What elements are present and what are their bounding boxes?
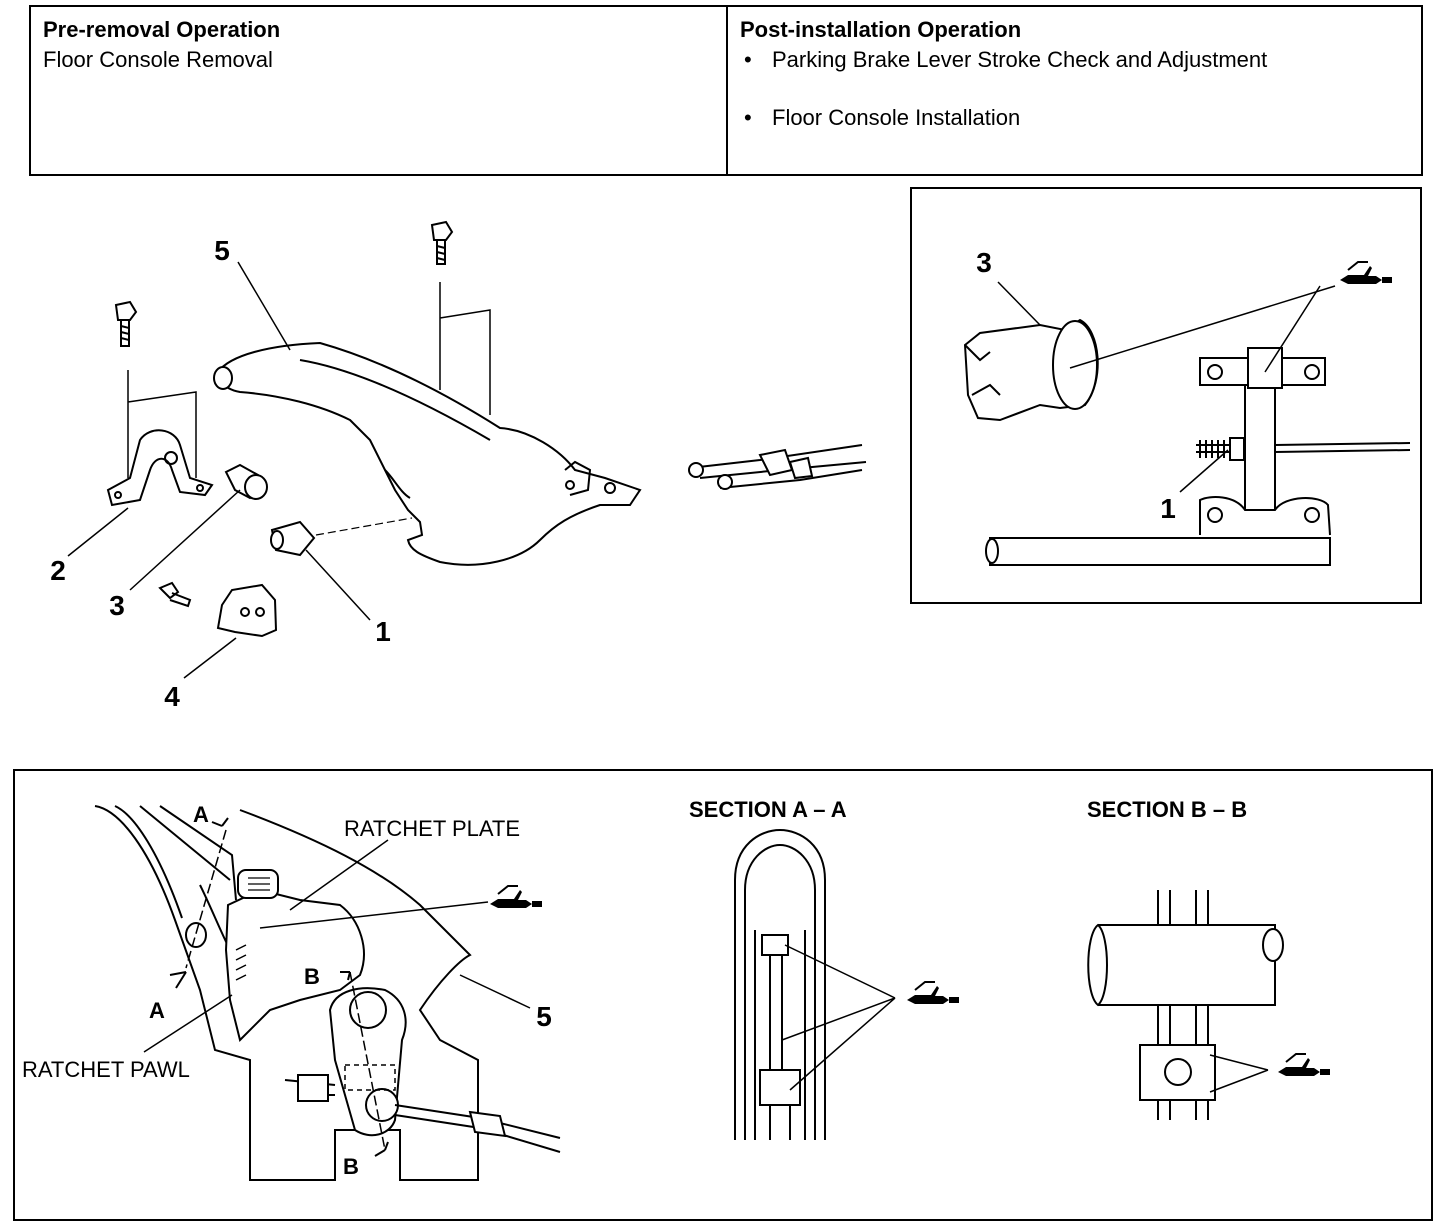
pre-removal-column: Pre-removal Operation Floor Console Remo… xyxy=(31,7,728,174)
marker-a-top: A xyxy=(193,802,209,827)
exploded-view xyxy=(67,220,867,679)
callout-1: 1 xyxy=(375,616,391,647)
operations-table: Pre-removal Operation Floor Console Remo… xyxy=(29,5,1423,176)
section-a-title: SECTION A – A xyxy=(689,797,847,822)
post-installation-column: Post-installation Operation Parking Brak… xyxy=(728,7,1421,174)
lever-bracket xyxy=(106,429,214,507)
exploded-callouts: 1 2 3 4 5 xyxy=(50,235,391,712)
pre-removal-heading: Pre-removal Operation xyxy=(43,17,281,42)
parking-brake-lever xyxy=(213,341,642,566)
detail-callout-3: 3 xyxy=(976,247,992,278)
marker-a-bottom: A xyxy=(149,998,165,1023)
brake-switch xyxy=(216,583,278,638)
post-installation-list: Parking Brake Lever Stroke Check and Adj… xyxy=(740,45,1409,133)
marker-b-top: B xyxy=(304,964,320,989)
marker-b-bottom: B xyxy=(343,1154,359,1179)
post-installation-item: Floor Console Installation xyxy=(740,103,1409,133)
ratchet-plate-label: RATCHET PLATE xyxy=(344,816,520,841)
bushing xyxy=(224,463,268,500)
grease-gun-icon xyxy=(906,981,960,1005)
pre-removal-item: Floor Console Removal xyxy=(43,47,273,72)
grease-gun-icon xyxy=(1277,1053,1331,1077)
grease-gun-icon xyxy=(489,885,543,909)
post-installation-heading: Post-installation Operation xyxy=(740,17,1022,42)
bolt-top xyxy=(430,220,454,265)
section-b-title: SECTION B – B xyxy=(1087,797,1247,822)
lower-labels: RATCHET PLATE RATCHET PAWL SECTION A – A… xyxy=(22,797,1247,1179)
small-bolt xyxy=(158,581,192,608)
cable-assembly xyxy=(688,444,867,490)
post-installation-item: Parking Brake Lever Stroke Check and Adj… xyxy=(740,45,1409,75)
section-a-drawing xyxy=(734,828,896,1140)
ratchet-pawl-label: RATCHET PAWL xyxy=(22,1057,190,1082)
detail-view: 3 1 xyxy=(910,187,1422,604)
bolt-left xyxy=(114,300,138,347)
collar xyxy=(270,517,413,557)
callout-4: 4 xyxy=(164,681,180,712)
grease-gun-icon xyxy=(1339,261,1393,285)
detail-callout-1: 1 xyxy=(1160,493,1176,524)
lever-cutaway xyxy=(94,805,561,1181)
callout-5-lower: 5 xyxy=(536,1001,552,1032)
callout-5: 5 xyxy=(214,235,230,266)
lower-panel: RATCHET PLATE RATCHET PAWL SECTION A – A… xyxy=(13,769,1433,1221)
callout-3: 3 xyxy=(109,590,125,621)
section-b-drawing xyxy=(1087,890,1284,1120)
callout-2: 2 xyxy=(50,555,66,586)
